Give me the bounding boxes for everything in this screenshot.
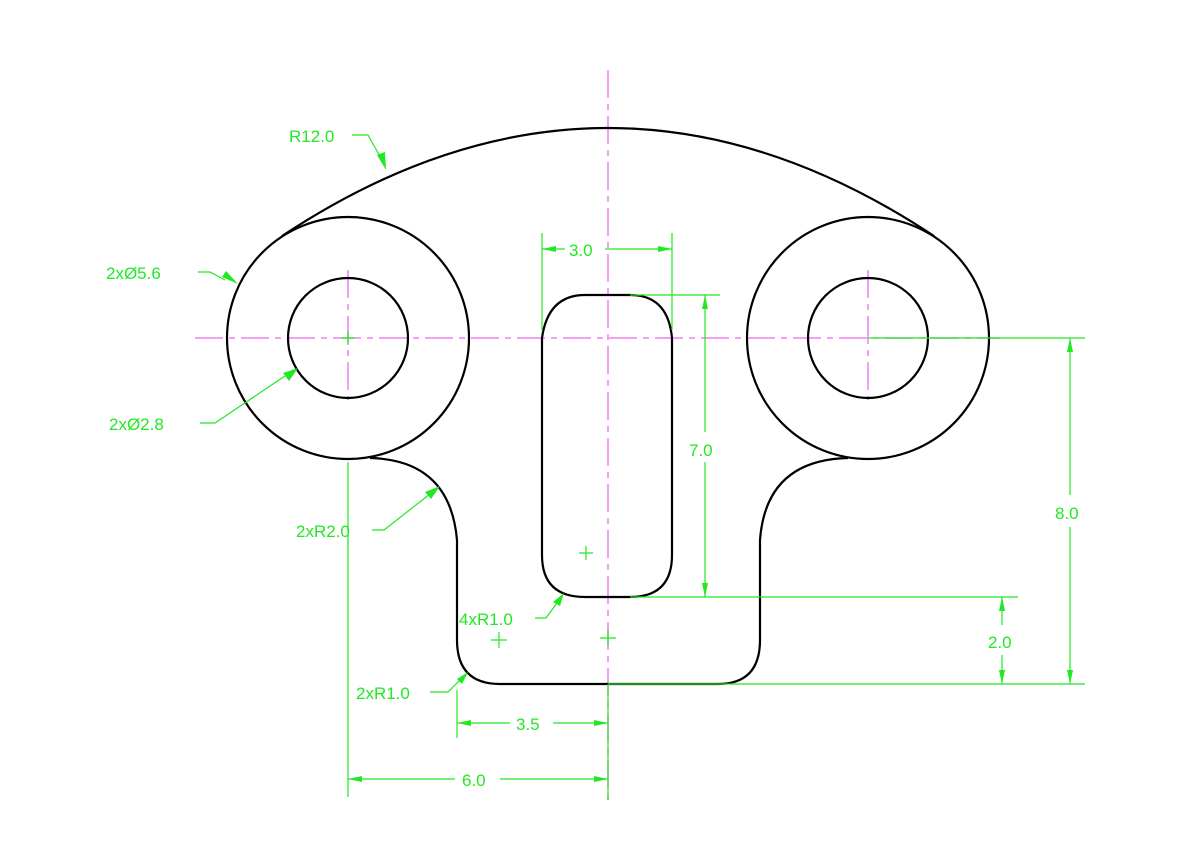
label-hole-diameter: 2xØ2.8: [109, 415, 164, 434]
label-hole-offset: 6.0: [462, 771, 486, 790]
center-slot: [540, 293, 674, 599]
left-hole-circle: [286, 276, 410, 400]
slot-fillet-center-mark: [579, 546, 593, 560]
outer-r12-arc: [281, 126, 935, 237]
dimension-lines: [198, 134, 1085, 800]
left-center-mark: [341, 331, 355, 345]
label-slot-length: 7.0: [689, 441, 713, 460]
label-half-width: 3.5: [516, 715, 540, 734]
dimension-labels: R12.0 2xØ5.6 2xØ2.8 2xR2.0 4xR1.0 2xR1.0…: [106, 127, 1079, 790]
corner-center-mark: [491, 632, 507, 648]
label-neck-fillet: 2xR2.0: [296, 522, 350, 541]
center-lines: [195, 70, 1000, 800]
bottom-center-mark: [600, 630, 616, 646]
label-bottom-corner-radius: 2xR1.0: [356, 684, 410, 703]
label-slot-width: 3.0: [569, 241, 593, 260]
label-overall-height: 8.0: [1055, 504, 1079, 523]
lower-body-outline: [369, 456, 849, 686]
label-slot-offset: 2.0: [988, 633, 1012, 652]
label-outer-radius: R12.0: [289, 127, 334, 146]
label-slot-corner-radius: 4xR1.0: [459, 610, 513, 629]
left-boss-circle: [225, 215, 471, 461]
center-marks: [341, 331, 616, 648]
label-boss-diameter: 2xØ5.6: [106, 264, 161, 283]
